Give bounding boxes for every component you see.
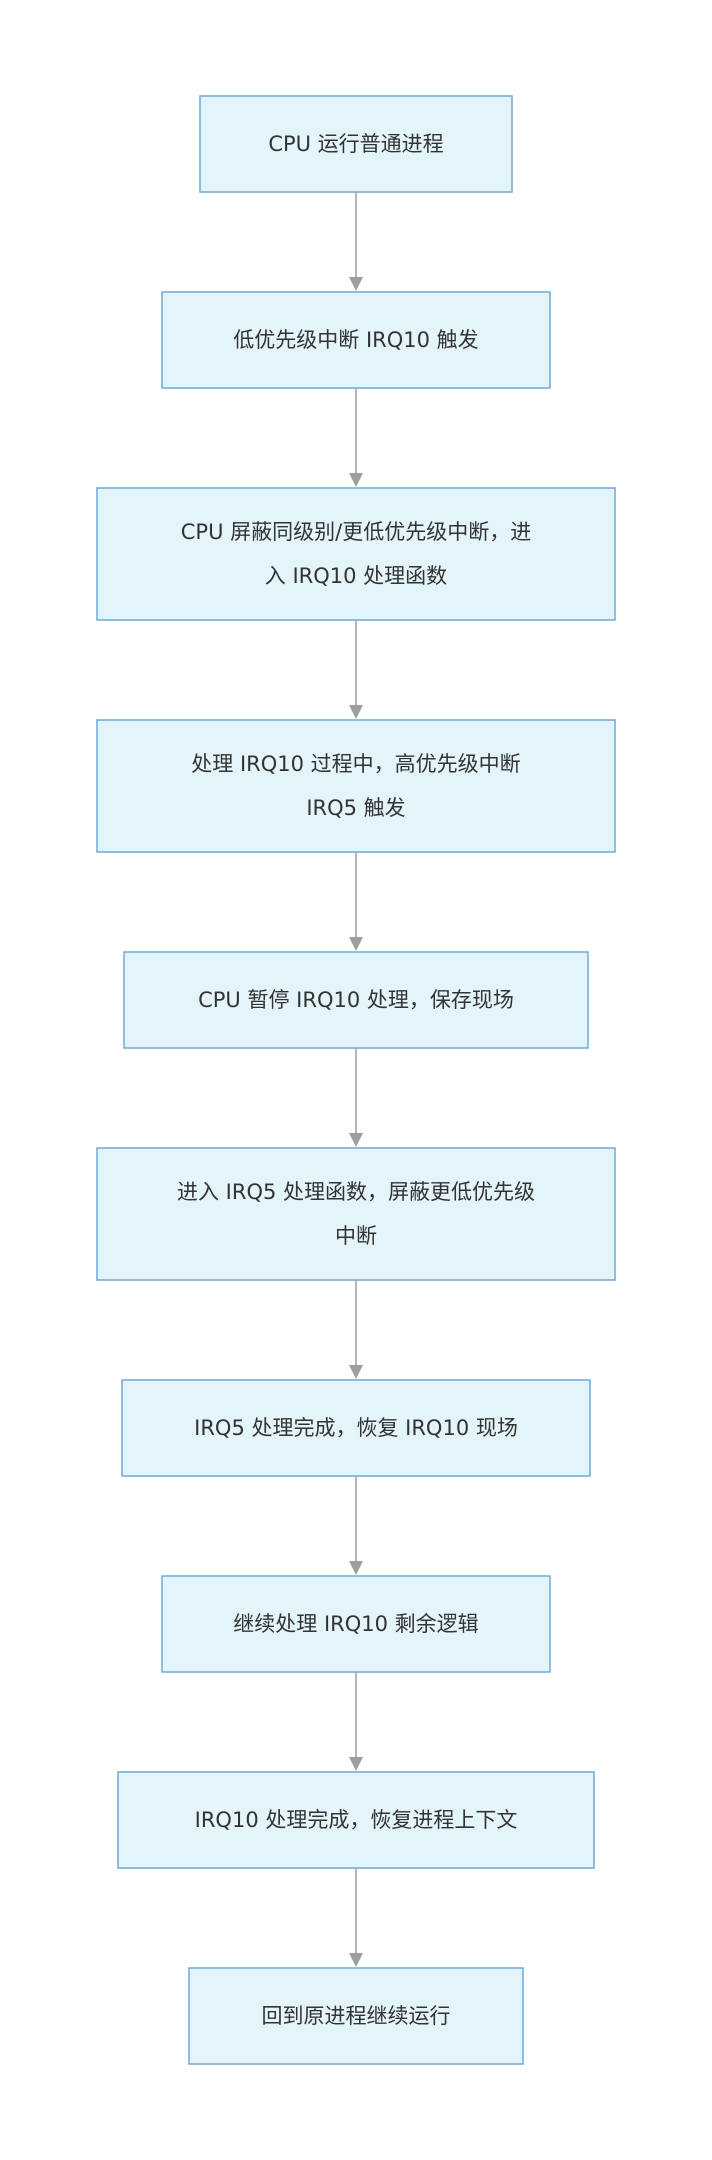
flow-step-label: IRQ5 处理完成，恢复 IRQ10 现场 bbox=[194, 1416, 518, 1440]
flow-step-1: CPU 运行普通进程 bbox=[199, 95, 513, 193]
flow-step-4: 处理 IRQ10 过程中，高优先级中断 IRQ5 触发 bbox=[96, 719, 616, 853]
arrow-head bbox=[349, 1561, 363, 1575]
flow-step-label: CPU 运行普通进程 bbox=[268, 132, 443, 156]
flow-arrow-6 bbox=[349, 1280, 363, 1379]
flow-step-box bbox=[96, 1147, 616, 1281]
flow-step-label: 处理 IRQ10 过程中，高优先级中断 bbox=[191, 752, 520, 776]
flow-step-3: CPU 屏蔽同级别/更低优先级中断，进入 IRQ10 处理函数 bbox=[96, 487, 616, 621]
flow-step-box bbox=[117, 1771, 595, 1869]
flow-step-box bbox=[123, 951, 589, 1049]
flow-step-label: 低优先级中断 IRQ10 触发 bbox=[233, 328, 478, 352]
flow-step-2: 低优先级中断 IRQ10 触发 bbox=[161, 291, 551, 389]
flow-step-7: IRQ5 处理完成，恢复 IRQ10 现场 bbox=[121, 1379, 591, 1477]
arrow-head bbox=[349, 277, 363, 291]
flow-step-label: CPU 屏蔽同级别/更低优先级中断，进 bbox=[181, 520, 531, 544]
flow-step-label: 继续处理 IRQ10 剩余逻辑 bbox=[233, 1612, 478, 1636]
flow-arrow-3 bbox=[349, 620, 363, 719]
flow-step-box bbox=[96, 487, 616, 621]
flow-arrow-8 bbox=[349, 1672, 363, 1771]
flow-step-8: 继续处理 IRQ10 剩余逻辑 bbox=[161, 1575, 551, 1673]
flow-arrow-1 bbox=[349, 192, 363, 291]
flow-step-label: IRQ10 处理完成，恢复进程上下文 bbox=[195, 1808, 518, 1832]
arrow-head bbox=[349, 1133, 363, 1147]
flow-arrow-5 bbox=[349, 1048, 363, 1147]
flow-arrow-2 bbox=[349, 388, 363, 487]
flow-step-label: 回到原进程继续运行 bbox=[262, 2004, 451, 2028]
flow-step-box bbox=[161, 1575, 551, 1673]
arrow-head bbox=[349, 705, 363, 719]
flowchart-edges bbox=[349, 192, 363, 1967]
flow-arrow-9 bbox=[349, 1868, 363, 1967]
flow-step-box bbox=[199, 95, 513, 193]
flow-step-label: 入 IRQ10 处理函数 bbox=[265, 564, 447, 588]
flow-arrow-7 bbox=[349, 1476, 363, 1575]
flow-step-label: IRQ5 触发 bbox=[306, 796, 405, 820]
flow-arrow-4 bbox=[349, 852, 363, 951]
flow-step-box bbox=[161, 291, 551, 389]
flow-step-label: 中断 bbox=[335, 1224, 377, 1248]
arrow-head bbox=[349, 473, 363, 487]
flow-step-label: 进入 IRQ5 处理函数，屏蔽更低优先级 bbox=[177, 1180, 535, 1204]
flow-step-box bbox=[188, 1967, 524, 2065]
flow-step-9: IRQ10 处理完成，恢复进程上下文 bbox=[117, 1771, 595, 1869]
arrow-head bbox=[349, 1365, 363, 1379]
flow-step-box bbox=[121, 1379, 591, 1477]
arrow-head bbox=[349, 1757, 363, 1771]
flow-step-5: CPU 暂停 IRQ10 处理，保存现场 bbox=[123, 951, 589, 1049]
flow-step-10: 回到原进程继续运行 bbox=[188, 1967, 524, 2065]
arrow-head bbox=[349, 937, 363, 951]
arrow-head bbox=[349, 1953, 363, 1967]
flow-step-box bbox=[96, 719, 616, 853]
flow-step-label: CPU 暂停 IRQ10 处理，保存现场 bbox=[198, 988, 514, 1012]
